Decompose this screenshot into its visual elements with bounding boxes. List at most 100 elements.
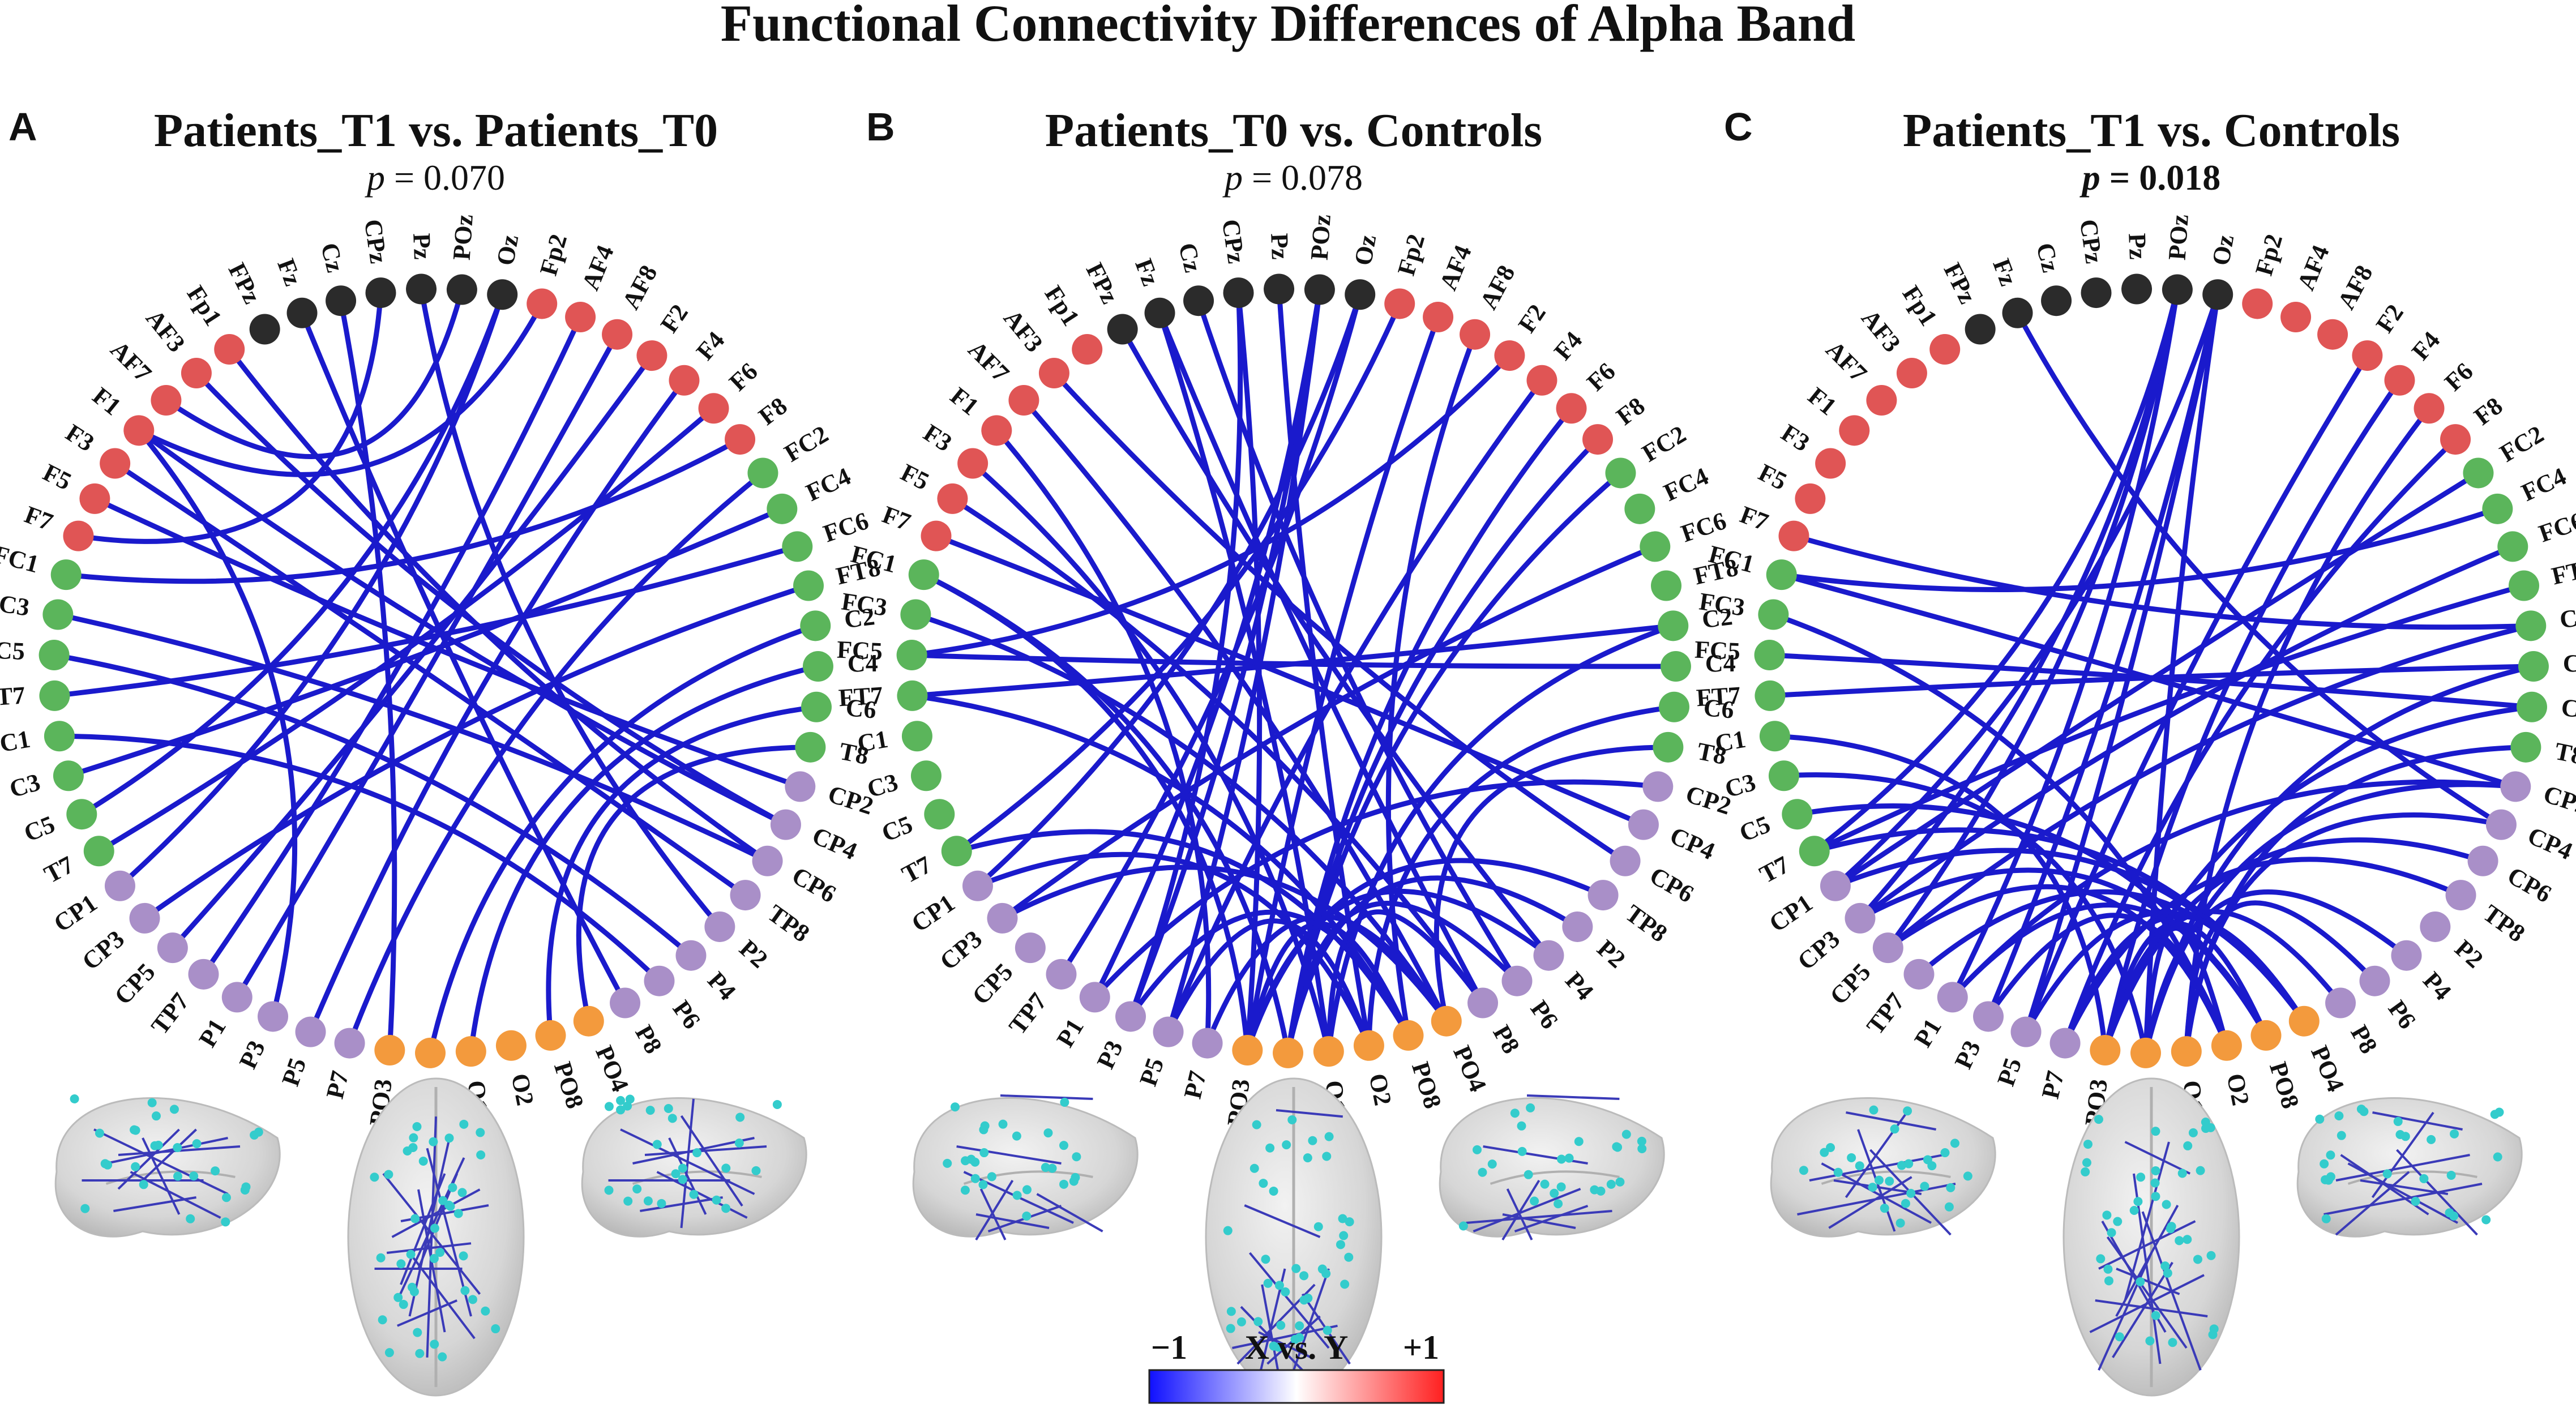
brain-top-view <box>2062 1077 2240 1397</box>
electrode-node <box>1353 1030 1384 1061</box>
brain-node <box>2183 1141 2193 1150</box>
brain-node <box>772 1099 782 1109</box>
brain-node <box>1012 1191 1022 1200</box>
brain-node <box>2151 1127 2160 1136</box>
connectivity-edge <box>468 664 821 1054</box>
brain-node <box>1556 1182 1566 1192</box>
brain-node <box>1950 1139 1959 1148</box>
brain-node <box>604 1186 614 1195</box>
brain-node <box>2427 1135 2436 1144</box>
brain-node <box>2320 1159 2329 1169</box>
electrode-node <box>2516 691 2547 722</box>
connectivity-edge <box>1051 370 1628 864</box>
electrode-label: FC2 <box>2495 420 2548 468</box>
brain-node <box>632 1184 642 1194</box>
connectivity-edge <box>933 533 1646 828</box>
brain-node <box>2129 1205 2139 1215</box>
electrode-label: PO8 <box>549 1059 589 1112</box>
brain-edge <box>1828 1176 1912 1229</box>
brain-node <box>173 1143 182 1153</box>
brain-node <box>721 1163 731 1173</box>
electrode-node <box>730 880 761 911</box>
brain-node <box>407 1282 417 1292</box>
brain-node <box>2145 1336 2155 1346</box>
electrode-node <box>2414 393 2445 424</box>
electrode-label: AF3 <box>998 305 1049 358</box>
electrode-node <box>1192 1028 1223 1059</box>
electrode-node <box>1582 424 1614 455</box>
electrode-label: C5 <box>1735 810 1774 848</box>
electrode-node <box>801 691 832 722</box>
electrode-label: FPz <box>1939 259 1982 308</box>
brain-node <box>2326 1150 2335 1160</box>
electrode-label: POz <box>2163 213 2194 261</box>
connectivity-edge <box>2062 857 2464 1046</box>
electrode-node <box>2391 940 2422 971</box>
brain-node <box>430 1339 439 1349</box>
brain-edge <box>130 1171 221 1219</box>
brain-edge <box>1232 1324 1338 1349</box>
brain-node <box>2133 1197 2143 1206</box>
electrode-label: F3 <box>1777 418 1815 457</box>
brain-node <box>1946 1183 1955 1192</box>
electrode-node <box>1038 358 1069 389</box>
brain-node <box>393 1293 403 1302</box>
brain-edge <box>1244 1204 1321 1238</box>
brain-node <box>1281 1287 1290 1296</box>
electrode-node <box>188 958 219 990</box>
connectivity-edge <box>299 310 628 1006</box>
connectivity-edge <box>200 314 583 977</box>
brain-node <box>413 1328 422 1337</box>
brain-node <box>1323 1325 1332 1335</box>
electrode-label: F7 <box>1736 500 1772 536</box>
electrode-node <box>1313 1036 1344 1067</box>
electrode-node <box>1107 314 1138 345</box>
brain-right-view <box>581 1094 807 1238</box>
electrode-label: FC4 <box>2517 462 2570 507</box>
connectivity-edge <box>418 286 722 930</box>
electrode-label: T7 <box>1755 850 1794 888</box>
brain-node <box>444 1133 454 1143</box>
electrode-node <box>770 809 801 840</box>
brain-node <box>2400 1132 2410 1141</box>
brain-node <box>652 1140 662 1149</box>
connectivity-edge <box>1812 287 2180 854</box>
electrode-label: P5 <box>1992 1054 2027 1089</box>
brain-edge <box>1466 1210 1612 1224</box>
brain-node <box>1226 1324 1235 1333</box>
brain-node <box>2193 1255 2202 1264</box>
electrode-node <box>602 319 633 350</box>
electrode-label: CPz <box>359 217 393 265</box>
connectivity-edge <box>1950 287 2180 1000</box>
electrode-node <box>2384 365 2415 396</box>
brain-node <box>2196 1166 2205 1175</box>
electrode-node <box>900 599 931 630</box>
electrode-node <box>1759 721 1790 752</box>
electrode-label: P4 <box>702 966 741 1005</box>
brain-node <box>678 1175 687 1184</box>
brain-node <box>970 1174 980 1183</box>
brain-node <box>2163 1268 2172 1278</box>
brain-node <box>1043 1128 1053 1138</box>
brain-node <box>1276 1320 1286 1330</box>
connectivity-edge <box>2023 292 2220 1035</box>
electrode-node <box>53 760 84 791</box>
brain-edge <box>2098 1252 2153 1371</box>
brain-edge <box>975 1213 1050 1229</box>
electrode-node <box>365 277 396 309</box>
brain-edge <box>397 1299 457 1327</box>
electrode-node <box>1494 340 1525 371</box>
brain-node <box>412 1122 422 1132</box>
electrode-node <box>487 279 518 310</box>
brain-node <box>481 1306 490 1316</box>
electrode-label: F1 <box>87 382 126 421</box>
electrode-label: CP3 <box>77 925 130 976</box>
brain-node <box>370 1172 379 1182</box>
brain-node <box>1071 1172 1080 1182</box>
brain-edge <box>668 1137 707 1215</box>
brain-node <box>1313 1222 1323 1231</box>
brain-node <box>616 1105 626 1115</box>
brain-node <box>221 1217 230 1227</box>
electrode-node <box>1754 640 1785 671</box>
